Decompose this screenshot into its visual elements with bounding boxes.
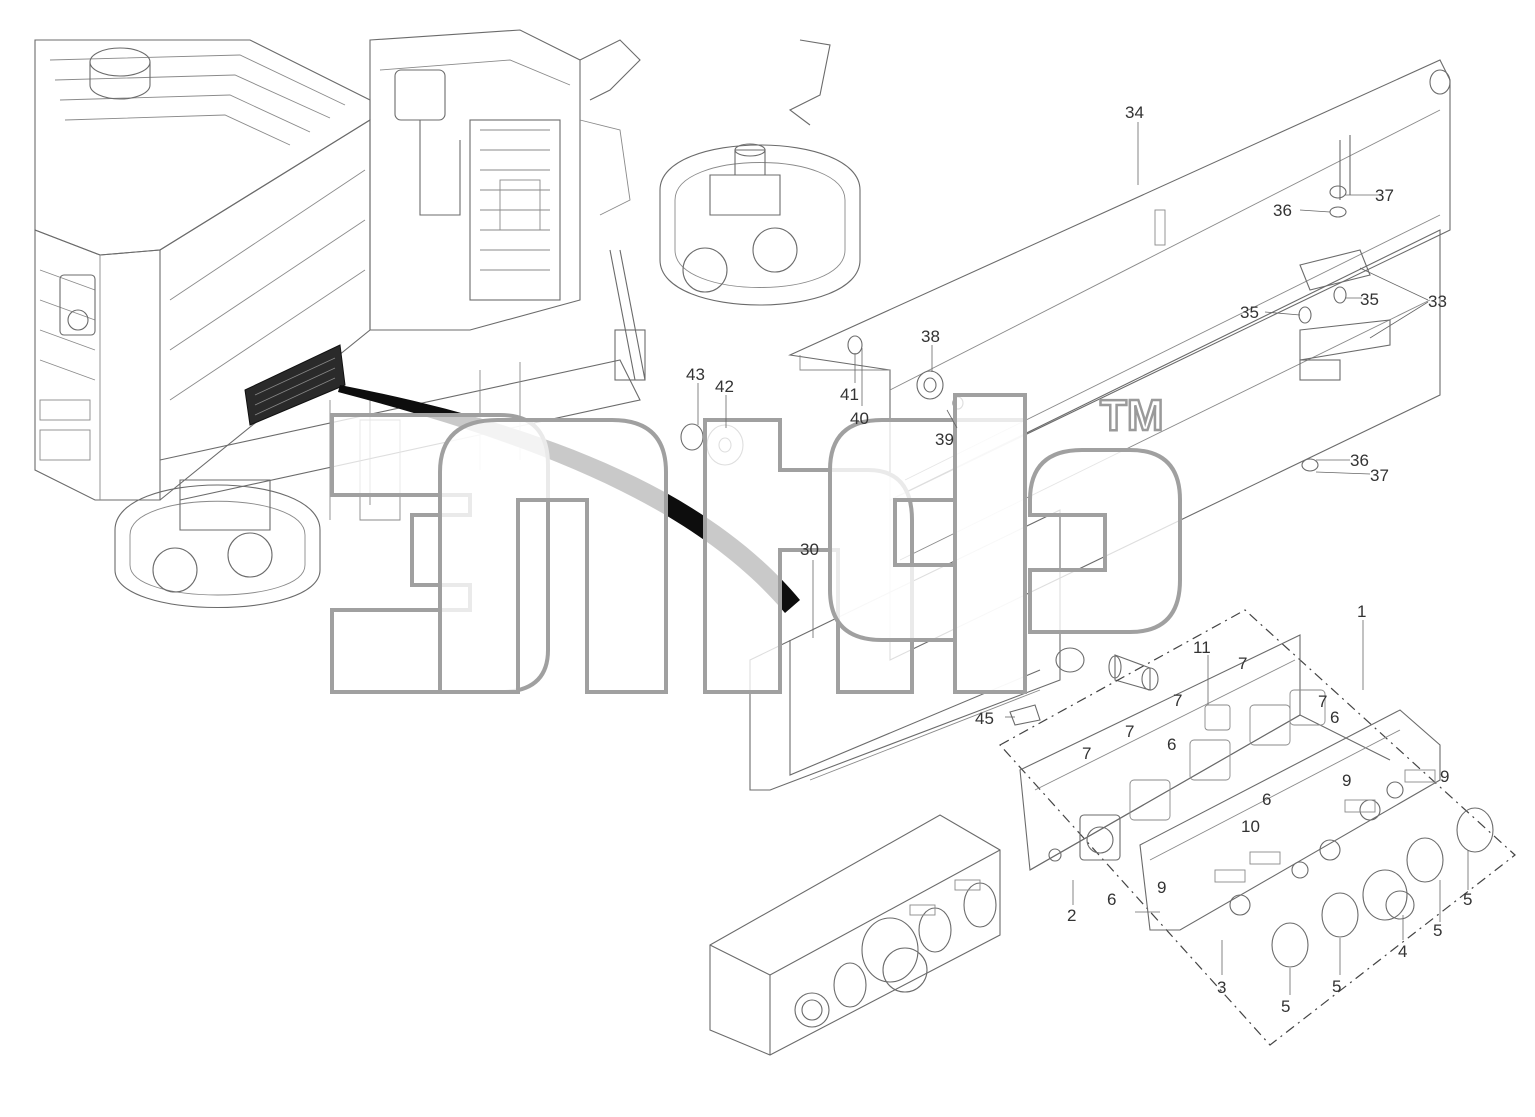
watermark-trademark: TM (1100, 391, 1164, 440)
callout-35b: 35 (1360, 290, 1379, 309)
callout-40: 40 (850, 409, 869, 428)
callout-5a: 5 (1463, 890, 1472, 909)
callout-43: 43 (686, 365, 705, 384)
callout-5d: 5 (1281, 997, 1290, 1016)
mounting-beam-assembly (680, 59, 1451, 791)
callout-38: 38 (921, 327, 940, 346)
callout-35a: 35 (1240, 303, 1259, 322)
callout-30: 30 (800, 540, 819, 559)
callout-10: 10 (1241, 817, 1260, 836)
callout-7e: 7 (1082, 744, 1091, 763)
callout-9c: 9 (1157, 878, 1166, 897)
callout-11: 11 (1193, 638, 1211, 657)
callout-6d: 6 (1107, 890, 1116, 909)
callout-9a: 9 (1342, 771, 1351, 790)
callout-5c: 5 (1332, 977, 1341, 996)
control-box-assembled (709, 814, 1001, 1056)
callout-6c: 6 (1262, 790, 1271, 809)
callout-36b: 36 (1350, 451, 1369, 470)
callout-1: 1 (1357, 602, 1366, 621)
callout-33: 33 (1428, 292, 1447, 311)
callout-42: 42 (715, 377, 734, 396)
callout-39: 39 (935, 430, 954, 449)
callout-7c: 7 (1173, 691, 1182, 710)
callout-41: 41 (840, 385, 859, 404)
callout-4: 4 (1398, 942, 1407, 961)
control-box-exploded (999, 609, 1516, 1046)
callout-37b: 37 (1370, 466, 1389, 485)
callout-7d: 7 (1125, 722, 1134, 741)
callout-7b: 7 (1318, 692, 1327, 711)
watermark: TM (330, 390, 1182, 694)
callout-36a: 36 (1273, 201, 1292, 220)
callout-7a: 7 (1238, 654, 1247, 673)
callout-6a: 6 (1330, 708, 1339, 727)
callout-37a: 37 (1375, 186, 1394, 205)
callout-45: 45 (975, 709, 994, 728)
leader-lines (697, 122, 1469, 995)
callout-5b: 5 (1433, 921, 1442, 940)
callout-6b: 6 (1167, 735, 1176, 754)
callout-2: 2 (1067, 906, 1076, 925)
callout-9b: 9 (1440, 767, 1449, 786)
callout-3: 3 (1217, 978, 1226, 997)
callout-34: 34 (1125, 103, 1144, 122)
